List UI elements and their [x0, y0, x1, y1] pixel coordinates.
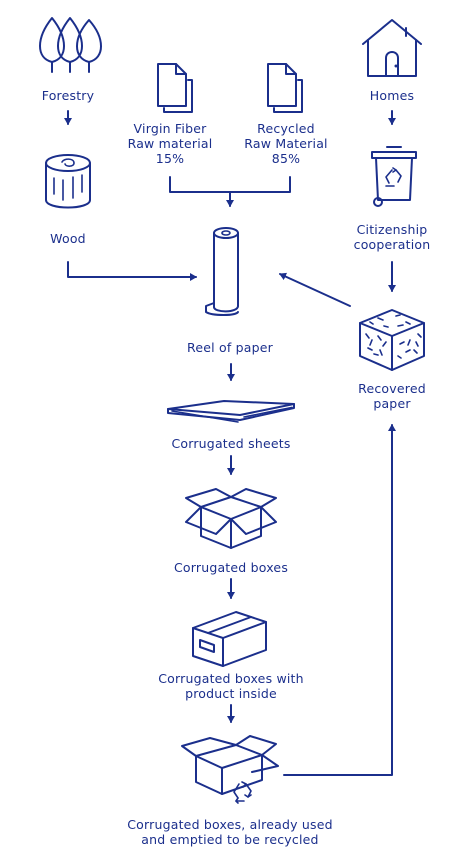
- arrow-used-recovered: [283, 424, 396, 776]
- reel-label: Reel of paper: [187, 340, 273, 355]
- boxes-label: Corrugated boxes: [173, 560, 289, 575]
- homes-label: Homes: [369, 88, 415, 103]
- boxes-used-label: Corrugated boxes, already used and empti…: [127, 817, 333, 847]
- document-icon-recycled: [267, 63, 303, 113]
- closed-box-icon: [192, 611, 267, 667]
- log-icon: [45, 154, 91, 209]
- sheets-label: Corrugated sheets: [171, 436, 291, 451]
- recycled-raw-label: Recycled Raw Material 85%: [244, 121, 328, 166]
- trees-icon: [39, 17, 102, 73]
- merge-raw-materials: [169, 176, 291, 193]
- citizenship-label: Citizenship cooperation: [353, 222, 431, 252]
- recovered-label: Recovered paper: [358, 381, 426, 411]
- boxes-product-label: Corrugated boxes with product inside: [158, 671, 304, 701]
- paper-bale-icon: [359, 309, 425, 371]
- wood-label: Wood: [50, 231, 86, 246]
- open-box-icon: [185, 488, 277, 549]
- house-icon: [362, 19, 422, 77]
- corrugated-sheet-icon: [167, 400, 295, 423]
- recycling-bin-icon: [371, 146, 417, 207]
- arrow-recovered-reel: [279, 272, 351, 307]
- document-icon-virgin: [157, 63, 193, 113]
- virgin-fiber-label: Virgin Fiber Raw material 15%: [127, 121, 213, 166]
- paper-reel-icon: [205, 227, 239, 316]
- connector-lines: [64, 110, 396, 776]
- arrow-wood-reel: [67, 261, 197, 281]
- forestry-label: Forestry: [41, 88, 95, 103]
- recycled-box-icon: [181, 735, 279, 804]
